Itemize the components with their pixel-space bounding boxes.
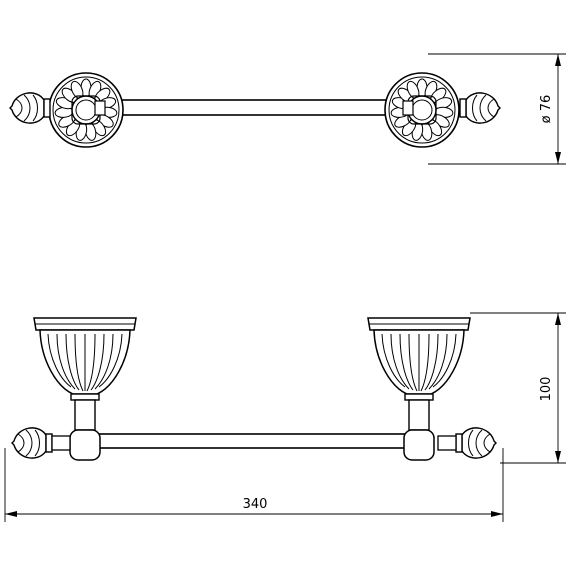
height-label: 100 (539, 377, 554, 402)
top-right-finial (459, 92, 501, 124)
front-right-finial (437, 427, 497, 459)
top-bar (85, 99, 423, 116)
diameter-label: ø 76 (539, 95, 554, 124)
diameter-dimension: ø 76 (428, 53, 566, 165)
front-left-finial (11, 427, 71, 459)
length-dimension: 340 (4, 448, 504, 522)
top-view (9, 72, 501, 148)
top-right-rosette (384, 72, 460, 148)
height-dimension: 100 (470, 312, 566, 464)
top-left-finial (9, 92, 51, 124)
front-view (11, 317, 497, 461)
front-bar (83, 433, 415, 449)
top-left-rosette (48, 72, 124, 148)
length-label: 340 (243, 497, 268, 512)
